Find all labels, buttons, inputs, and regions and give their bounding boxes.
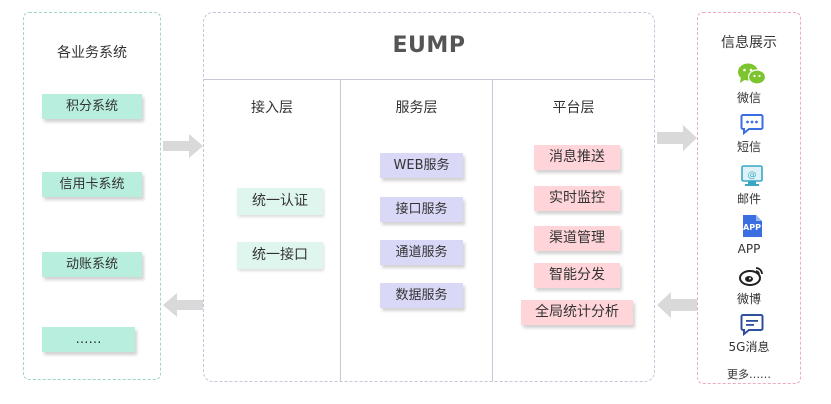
channel-label-email: 邮件 [736,192,761,206]
eump-title: EUMP [392,33,466,58]
channel-label-app: APP [737,242,761,256]
platform-box-message-push: 消息推送 [534,145,620,170]
arrow-left-icon [657,292,697,318]
info-display-title: 信息展示 [721,35,777,51]
email-icon: @ [741,165,763,186]
arrow-right-icon [163,134,203,158]
channel-label-weibo: 微博 [736,292,761,306]
system-box-more: …… [42,327,135,352]
column-divider [340,79,341,381]
platform-layer-title: 平台层 [552,100,595,116]
weibo-icon [739,267,763,286]
svg-text:@: @ [748,171,757,181]
wechat-icon [738,63,767,85]
5g-message-icon [740,314,764,337]
platform-box-smart-dispatch: 智能分发 [534,263,620,288]
system-box-account-movement: 动账系统 [42,252,142,277]
access-layer-title: 接入层 [251,100,293,116]
channel-label-sms: 短信 [736,140,761,154]
system-box-credit-card: 信用卡系统 [42,172,142,197]
channel-label-5g-message: 5G消息 [728,340,770,354]
access-box-unified-auth: 统一认证 [237,188,323,215]
more-channels-label: 更多…… [727,368,771,381]
app-icon: APP [743,215,762,237]
service-box-interface: 接口服务 [380,197,463,222]
service-box-web: WEB服务 [380,153,463,178]
channel-label-wechat: 微信 [736,91,761,105]
service-layer-title: 服务层 [395,100,438,116]
column-divider [492,79,493,381]
platform-box-realtime-monitor: 实时监控 [534,186,620,211]
arrow-left-icon [163,293,203,317]
platform-box-channel-management: 渠道管理 [534,226,620,251]
platform-box-global-statistics: 全局统计分析 [521,300,633,325]
app-icon-badge: APP [743,223,761,232]
access-box-unified-interface: 统一接口 [237,242,323,269]
service-box-data: 数据服务 [380,283,463,308]
business-systems-title: 各业务系统 [57,45,127,61]
system-box-points: 积分系统 [42,94,142,119]
service-box-channel: 通道服务 [380,240,463,265]
arrow-right-icon [657,125,697,151]
sms-icon [740,114,764,136]
header-divider [204,79,654,80]
